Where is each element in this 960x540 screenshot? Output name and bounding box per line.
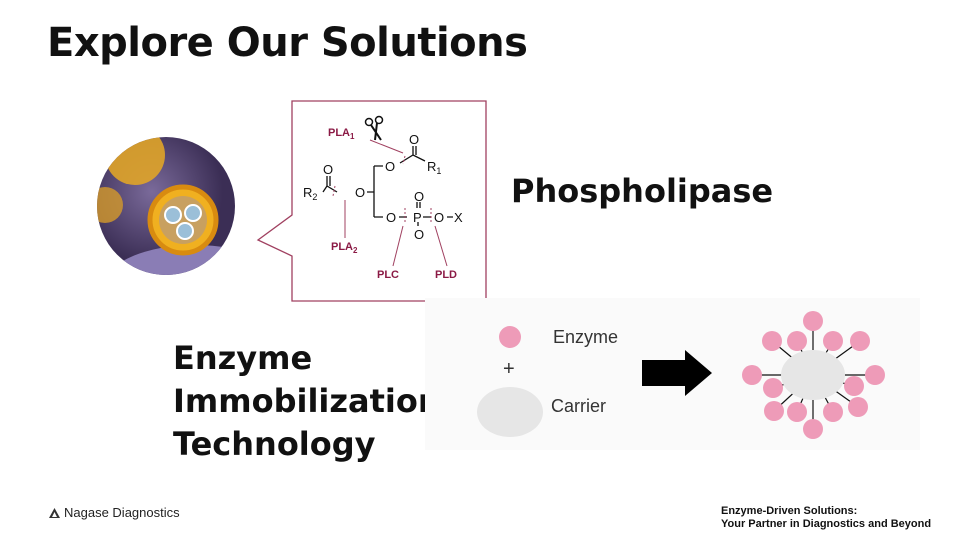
phospholipase-heading: Phospholipase: [511, 172, 774, 210]
carrier-legend-shape: [477, 387, 543, 437]
immobilized-enzyme-dot: [764, 401, 784, 421]
immobilization-heading: Enzyme Immobilization Technology: [173, 337, 441, 466]
svg-text:PLA1: PLA1: [328, 127, 355, 141]
plc-label: PLC: [377, 269, 399, 281]
immobilization-heading-line-1: Enzyme: [173, 339, 313, 377]
immobilized-enzyme-dot: [742, 365, 762, 385]
nagase-logo-icon: [49, 507, 60, 518]
x-group: X: [454, 210, 463, 225]
immobilized-enzyme-dot: [823, 331, 843, 351]
immobilized-enzyme-dot: [787, 402, 807, 422]
pld-label: PLD: [435, 269, 457, 281]
pla1-label: PLA: [328, 127, 350, 139]
oxygen-4: O: [434, 210, 444, 225]
phospholipid-structure-callout: O O R1 O O R2 O P O O O X PLA1 PLA2 PLC …: [256, 100, 487, 302]
tagline: Enzyme-Driven Solutions: Your Partner in…: [721, 505, 931, 531]
svg-text:R1: R1: [427, 159, 441, 176]
oxygen-2: O: [355, 185, 365, 200]
enzyme-label: Enzyme: [553, 327, 618, 347]
oxygen-carbonyl-2: O: [323, 162, 333, 177]
brand-name: Nagase Diagnostics: [64, 505, 180, 520]
r1-subscript: 1: [436, 166, 441, 176]
svg-text:R2: R2: [303, 185, 317, 202]
immobilized-enzyme-dot: [803, 311, 823, 331]
immobilization-diagram: Enzyme + Carrier: [425, 298, 920, 450]
immobilization-heading-line-2: Immobilization: [173, 382, 441, 420]
pla2-subscript: 2: [353, 246, 358, 255]
slide-title: Explore Our Solutions: [47, 20, 528, 66]
oxygen-3: O: [386, 210, 396, 225]
oxygen-carbonyl-1: O: [409, 132, 419, 147]
enzyme-legend-dot: [499, 326, 521, 348]
tagline-line-2: Your Partner in Diagnostics and Beyond: [721, 518, 932, 530]
immobilized-enzyme-dot: [865, 365, 885, 385]
carrier-core: [781, 350, 845, 400]
immobilized-enzyme-illustration: [742, 311, 885, 439]
oxygen-minus: O: [414, 227, 424, 242]
liposome-image: [97, 137, 235, 275]
pla2-label: PLA: [331, 241, 353, 253]
plus-sign: +: [503, 358, 515, 380]
immobilized-enzyme-dot: [762, 331, 782, 351]
immobilized-enzyme-dot: [823, 402, 843, 422]
r1-label: R: [427, 159, 436, 174]
oxygen-1: O: [385, 159, 395, 174]
r2-label: R: [303, 185, 312, 200]
carrier-label: Carrier: [551, 396, 606, 416]
immobilized-enzyme-dot: [803, 419, 823, 439]
scissors-icon: [364, 115, 384, 141]
immobilized-enzyme-dot: [787, 331, 807, 351]
immobilization-heading-line-3: Technology: [173, 425, 376, 463]
pla1-subscript: 1: [350, 132, 355, 141]
brand-logo: Nagase Diagnostics: [48, 505, 180, 520]
immobilized-enzyme-dot: [850, 331, 870, 351]
tagline-line-1: Enzyme-Driven Solutions:: [721, 505, 858, 517]
r2-subscript: 2: [312, 192, 317, 202]
phosphorus: P: [413, 210, 422, 225]
oxygen-p: O: [414, 189, 424, 204]
immobilized-enzyme-dot: [844, 376, 864, 396]
immobilized-enzyme-dot: [763, 378, 783, 398]
immobilized-enzyme-dot: [848, 397, 868, 417]
svg-text:PLA2: PLA2: [331, 241, 358, 255]
arrow-right-icon: [642, 350, 712, 396]
